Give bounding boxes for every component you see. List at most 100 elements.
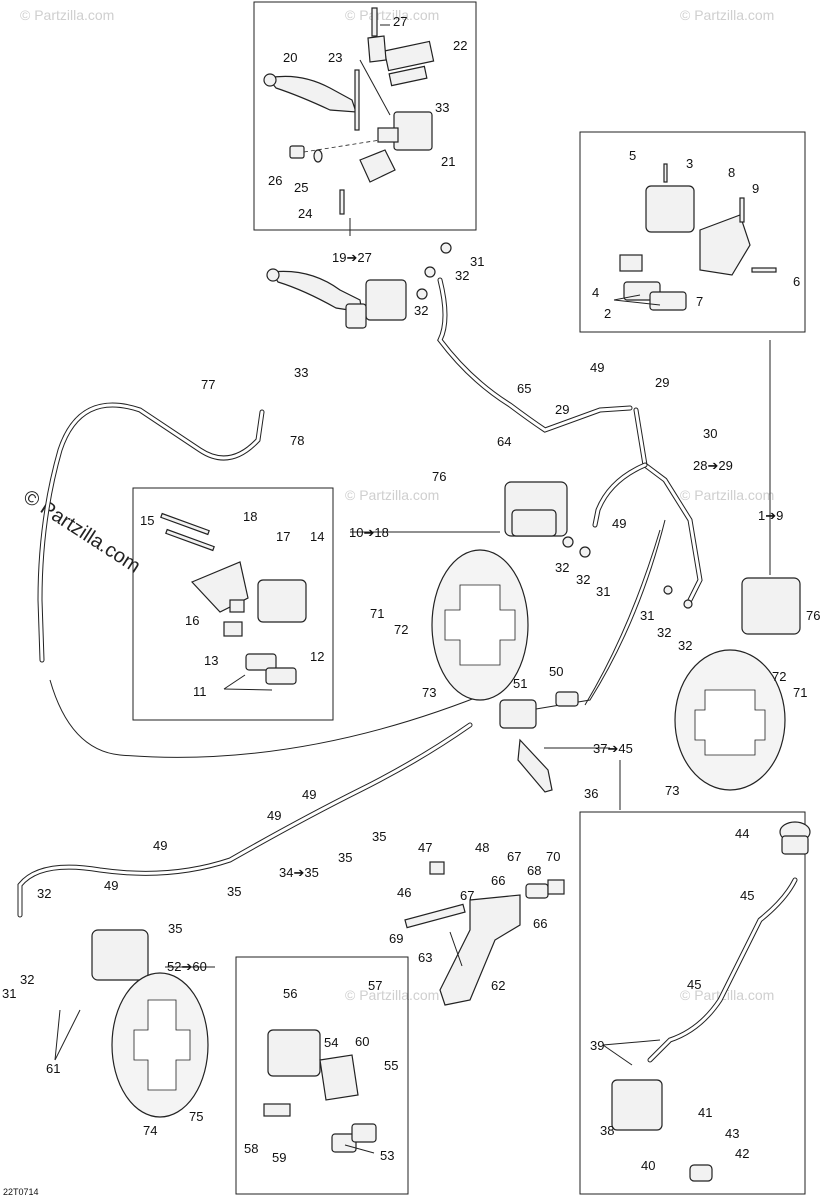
- label-61: 61: [46, 1061, 60, 1076]
- front-left-caliper: [504, 481, 591, 558]
- label-45-b: 45: [687, 977, 701, 992]
- label-69: 69: [389, 931, 403, 946]
- label-70: 70: [546, 849, 560, 864]
- label-63: 63: [418, 950, 432, 965]
- label-22: 22: [453, 38, 467, 53]
- label-14: 14: [310, 529, 324, 544]
- label-49-d: 49: [267, 808, 281, 823]
- label-32-e: 32: [657, 625, 671, 640]
- label-48: 48: [475, 840, 489, 855]
- watermark-3: © Partzilla.com: [680, 7, 774, 23]
- watermark-4: © Partzilla.com: [345, 487, 439, 503]
- label-35-a: 35: [372, 829, 386, 844]
- label-46: 46: [397, 885, 411, 900]
- label-77: 77: [201, 377, 215, 392]
- label-67-a: 67: [507, 849, 521, 864]
- label-20: 20: [283, 50, 297, 65]
- label-73-a: 73: [422, 685, 436, 700]
- label-29-a: 29: [655, 375, 669, 390]
- label-28-29: 28➔29: [693, 458, 733, 473]
- label-64: 64: [497, 434, 511, 449]
- front-left-caliper-exploded: [160, 512, 307, 685]
- front-left-caliper-box: [132, 487, 334, 721]
- label-8: 8: [728, 165, 735, 180]
- label-16: 16: [185, 613, 199, 628]
- label-31-d: 31: [2, 986, 16, 1001]
- label-75: 75: [189, 1109, 203, 1124]
- label-53: 53: [380, 1148, 394, 1163]
- label-32-g: 32: [37, 886, 51, 901]
- label-36: 36: [584, 786, 598, 801]
- label-66-b: 66: [533, 916, 547, 931]
- brake-hoses: [17, 277, 703, 918]
- master-cylinder-exploded: [263, 7, 435, 236]
- label-7: 7: [696, 294, 703, 309]
- label-42: 42: [735, 1146, 749, 1161]
- label-49-a: 49: [590, 360, 604, 375]
- label-34-35: 34➔35: [279, 865, 319, 880]
- label-27: 27: [393, 14, 407, 29]
- front-right-caliper: [663, 577, 801, 635]
- label-31-b: 31: [596, 584, 610, 599]
- label-40: 40: [641, 1158, 655, 1173]
- leader-lines: [54, 24, 771, 1154]
- label-58: 58: [244, 1141, 258, 1156]
- label-35-b: 35: [338, 850, 352, 865]
- label-32-d: 32: [576, 572, 590, 587]
- label-30: 30: [703, 426, 717, 441]
- label-50: 50: [549, 664, 563, 679]
- rear-master-cylinder: [611, 821, 811, 1182]
- label-52-60: 52➔60: [167, 959, 207, 974]
- label-47: 47: [418, 840, 432, 855]
- watermark-1: © Partzilla.com: [20, 7, 114, 23]
- label-67-b: 67: [460, 888, 474, 903]
- label-73-b: 73: [665, 783, 679, 798]
- label-29-b: 29: [555, 402, 569, 417]
- label-6: 6: [793, 274, 800, 289]
- watermark-6: © Partzilla.com: [345, 987, 439, 1003]
- label-62: 62: [491, 978, 505, 993]
- label-11: 11: [193, 684, 207, 699]
- watermark-2: © Partzilla.com: [345, 7, 439, 23]
- label-57: 57: [368, 978, 382, 993]
- label-5: 5: [629, 148, 636, 163]
- label-32-c: 32: [555, 560, 569, 575]
- label-31-c: 31: [640, 608, 654, 623]
- watermark-diagonal: © Partzilla.com: [19, 486, 144, 578]
- label-26: 26: [268, 173, 282, 188]
- diagram-code: 22T0714: [3, 1187, 39, 1197]
- label-33-mid: 33: [294, 365, 308, 380]
- label-43: 43: [725, 1126, 739, 1141]
- label-10-18: 10➔18: [349, 525, 389, 540]
- front-right-caliper-box: [579, 131, 806, 333]
- label-4: 4: [592, 285, 599, 300]
- front-right-caliper-exploded: [619, 163, 777, 311]
- rear-master-cylinder-box: [579, 811, 806, 1195]
- label-60: 60: [355, 1034, 369, 1049]
- label-25: 25: [294, 180, 308, 195]
- label-49-b: 49: [612, 516, 626, 531]
- label-32-h: 32: [20, 972, 34, 987]
- label-32-top-b: 32: [414, 303, 428, 318]
- label-66-a: 66: [491, 873, 505, 888]
- label-9: 9: [752, 181, 759, 196]
- label-68: 68: [527, 863, 541, 878]
- label-59: 59: [272, 1150, 286, 1165]
- label-71-a: 71: [370, 606, 384, 621]
- label-54: 54: [324, 1035, 338, 1050]
- label-32-top-a: 32: [455, 268, 469, 283]
- label-19-27: 19➔27: [332, 250, 372, 265]
- front-master-cylinder: [266, 242, 452, 329]
- label-76-a: 76: [432, 469, 446, 484]
- master-cylinder-box: [253, 1, 477, 231]
- label-31-top: 31: [470, 254, 484, 269]
- label-38: 38: [600, 1123, 614, 1138]
- label-12: 12: [310, 649, 324, 664]
- label-18: 18: [243, 509, 257, 524]
- label-56: 56: [283, 986, 297, 1001]
- label-23: 23: [328, 50, 342, 65]
- label-24: 24: [298, 206, 312, 221]
- label-32-f: 32: [678, 638, 692, 653]
- label-49-f: 49: [104, 878, 118, 893]
